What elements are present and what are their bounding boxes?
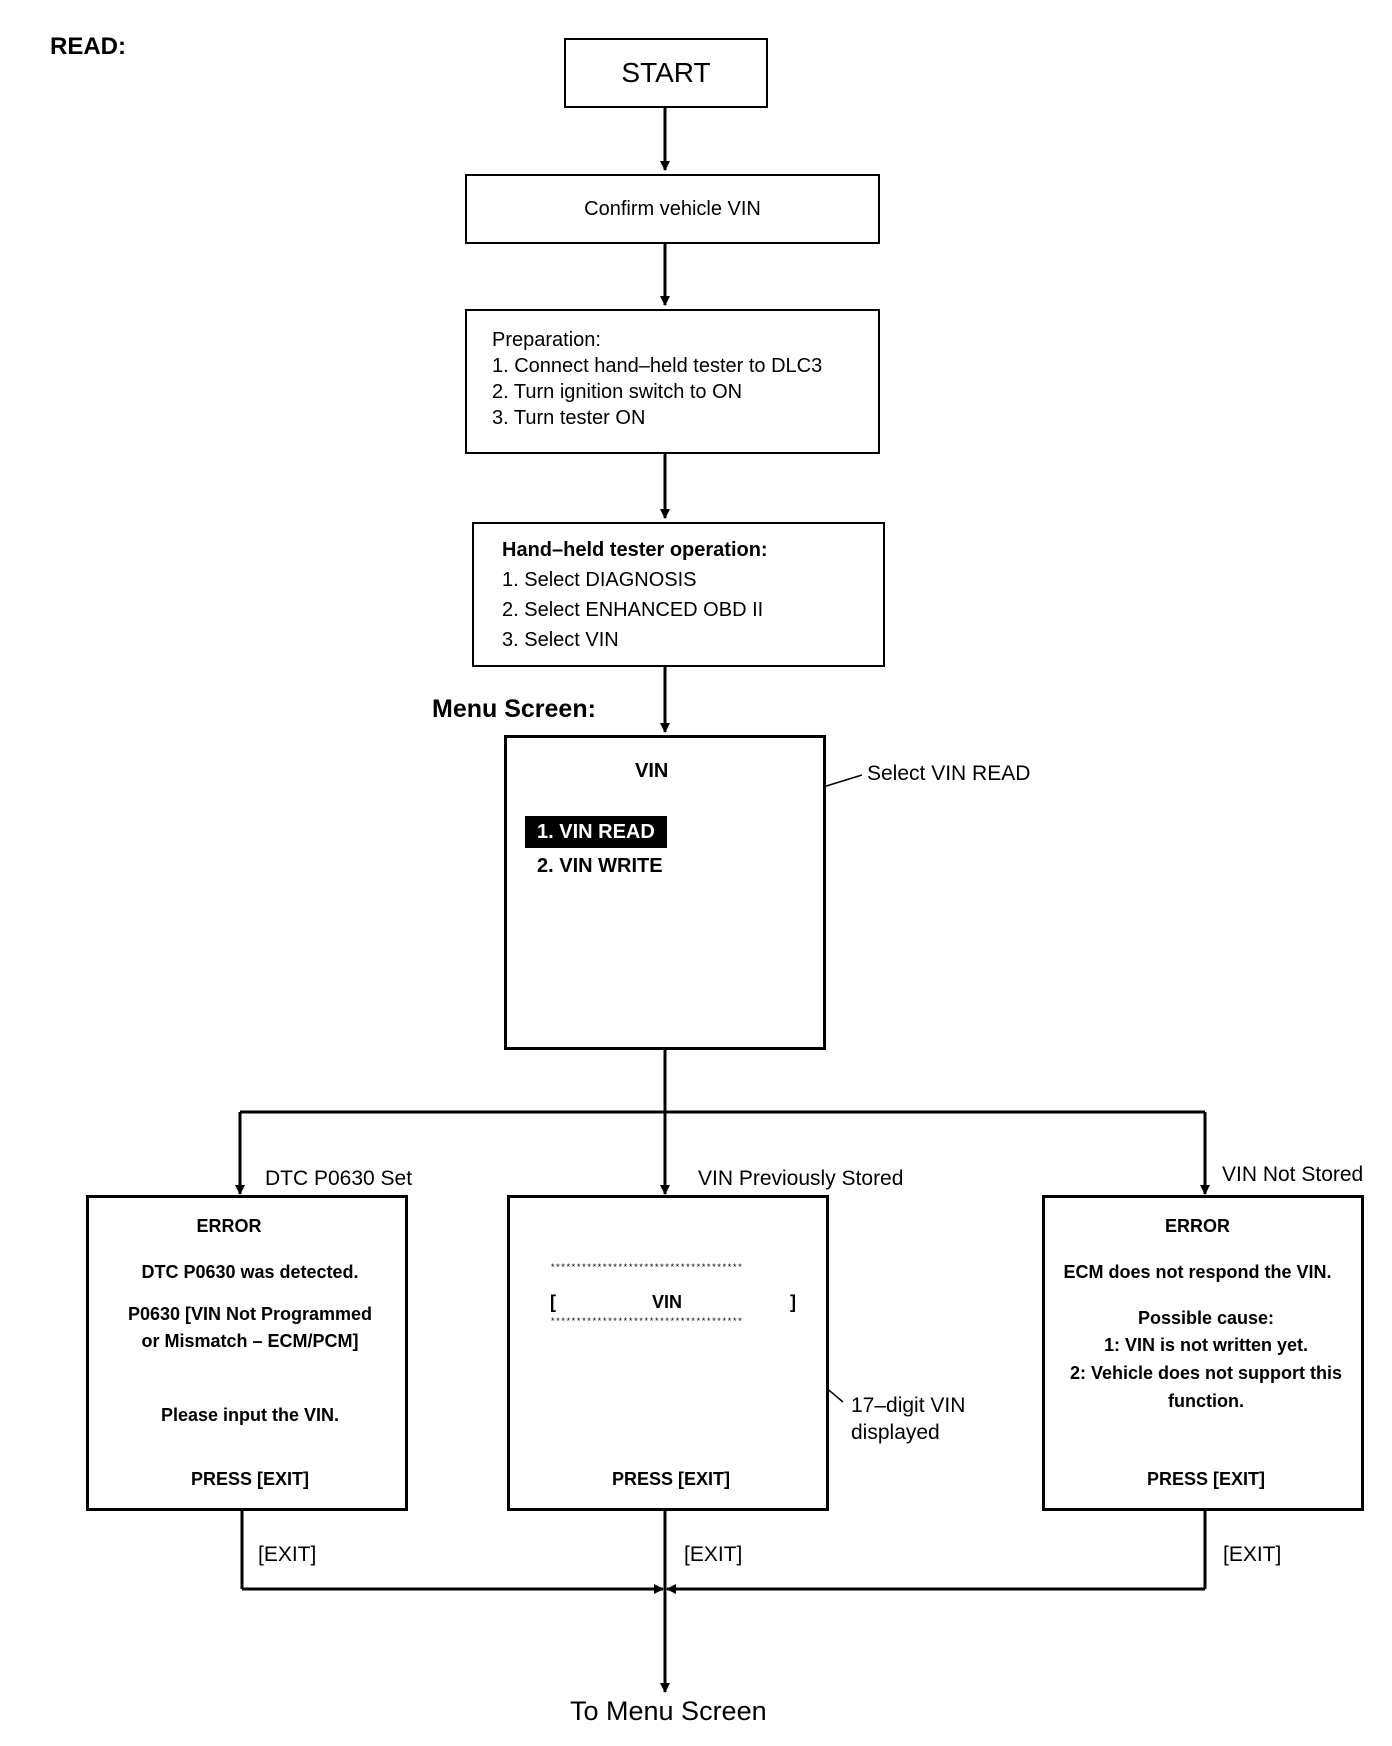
select-vin-read-callout: Select VIN READ: [867, 762, 1031, 785]
exit-label-left: [EXIT]: [258, 1543, 317, 1566]
vin-menu-screen: VIN 1. VIN READ 2. VIN WRITE: [504, 735, 826, 1050]
to-menu-screen-label: To Menu Screen: [570, 1696, 767, 1726]
possible-cause-item: function.: [1168, 1391, 1244, 1411]
tester-operation-step: 1. Select DIAGNOSIS: [502, 569, 697, 591]
press-exit-text: PRESS [EXIT]: [190, 1469, 310, 1489]
confirm-vin-box: Confirm vehicle VIN: [465, 174, 880, 244]
exit-label-right: [EXIT]: [1223, 1543, 1282, 1566]
preparation-heading: Preparation:: [492, 329, 601, 351]
menu-screen-title: VIN: [635, 760, 669, 782]
page-title: READ:: [50, 33, 126, 60]
error-message: DTC P0630 was detected.: [141, 1262, 359, 1282]
vin-value: VIN: [652, 1292, 683, 1312]
preparation-step: 2. Turn ignition switch to ON: [492, 381, 743, 403]
error-detail: or Mismatch – ECM/PCM]: [141, 1331, 359, 1351]
branch-label-dtc: DTC P0630 Set: [265, 1167, 413, 1190]
tester-operation-step: 3. Select VIN: [502, 629, 619, 651]
bracket-open: [: [550, 1292, 556, 1312]
preparation-step: 3. Turn tester ON: [492, 407, 646, 429]
error-title: ERROR: [1164, 1216, 1230, 1236]
error-title: ERROR: [196, 1216, 262, 1236]
menu-item-vin-read[interactable]: 1. VIN READ: [525, 816, 667, 848]
error-screen-dtc: ERROR DTC P0630 was detected. P0630 [VIN…: [86, 1195, 408, 1511]
vin-callout-line2: displayed: [851, 1421, 940, 1444]
press-exit-text: PRESS [EXIT]: [1146, 1469, 1266, 1489]
possible-cause-item: 1: VIN is not written yet.: [1103, 1335, 1309, 1355]
menu-item-vin-write[interactable]: 2. VIN WRITE: [537, 855, 663, 877]
possible-cause-heading: Possible cause:: [1137, 1308, 1275, 1328]
possible-cause-item: 2: Vehicle does not support this: [1069, 1363, 1343, 1383]
press-exit-text: PRESS [EXIT]: [611, 1469, 731, 1489]
bracket-close: ]: [790, 1292, 796, 1312]
error-screen-not-stored: ERROR ECM does not respond the VIN. Poss…: [1042, 1195, 1364, 1511]
branch-label-not-stored: VIN Not Stored: [1222, 1163, 1364, 1186]
vin-display-screen: ************************************* [ …: [507, 1195, 829, 1511]
branch-label-stored: VIN Previously Stored: [698, 1167, 904, 1190]
start-box: START: [564, 38, 768, 108]
error-instruction: Please input the VIN.: [160, 1405, 340, 1425]
tester-operation-heading: Hand–held tester operation:: [502, 539, 768, 561]
stars-top: *************************************: [550, 1263, 743, 1273]
vin-callout-line1: 17–digit VIN: [851, 1394, 966, 1417]
stars-bottom: *************************************: [550, 1317, 743, 1327]
menu-screen-heading: Menu Screen:: [432, 695, 596, 723]
preparation-box: Preparation: 1. Connect hand–held tester…: [465, 309, 880, 454]
tester-operation-box: Hand–held tester operation: 1. Select DI…: [472, 522, 885, 667]
exit-label-middle: [EXIT]: [684, 1543, 743, 1566]
tester-operation-step: 2. Select ENHANCED OBD II: [502, 599, 764, 621]
preparation-step: 1. Connect hand–held tester to DLC3: [492, 355, 823, 377]
error-message: ECM does not respond the VIN.: [1063, 1262, 1332, 1282]
error-detail: P0630 [VIN Not Programmed: [127, 1304, 373, 1324]
